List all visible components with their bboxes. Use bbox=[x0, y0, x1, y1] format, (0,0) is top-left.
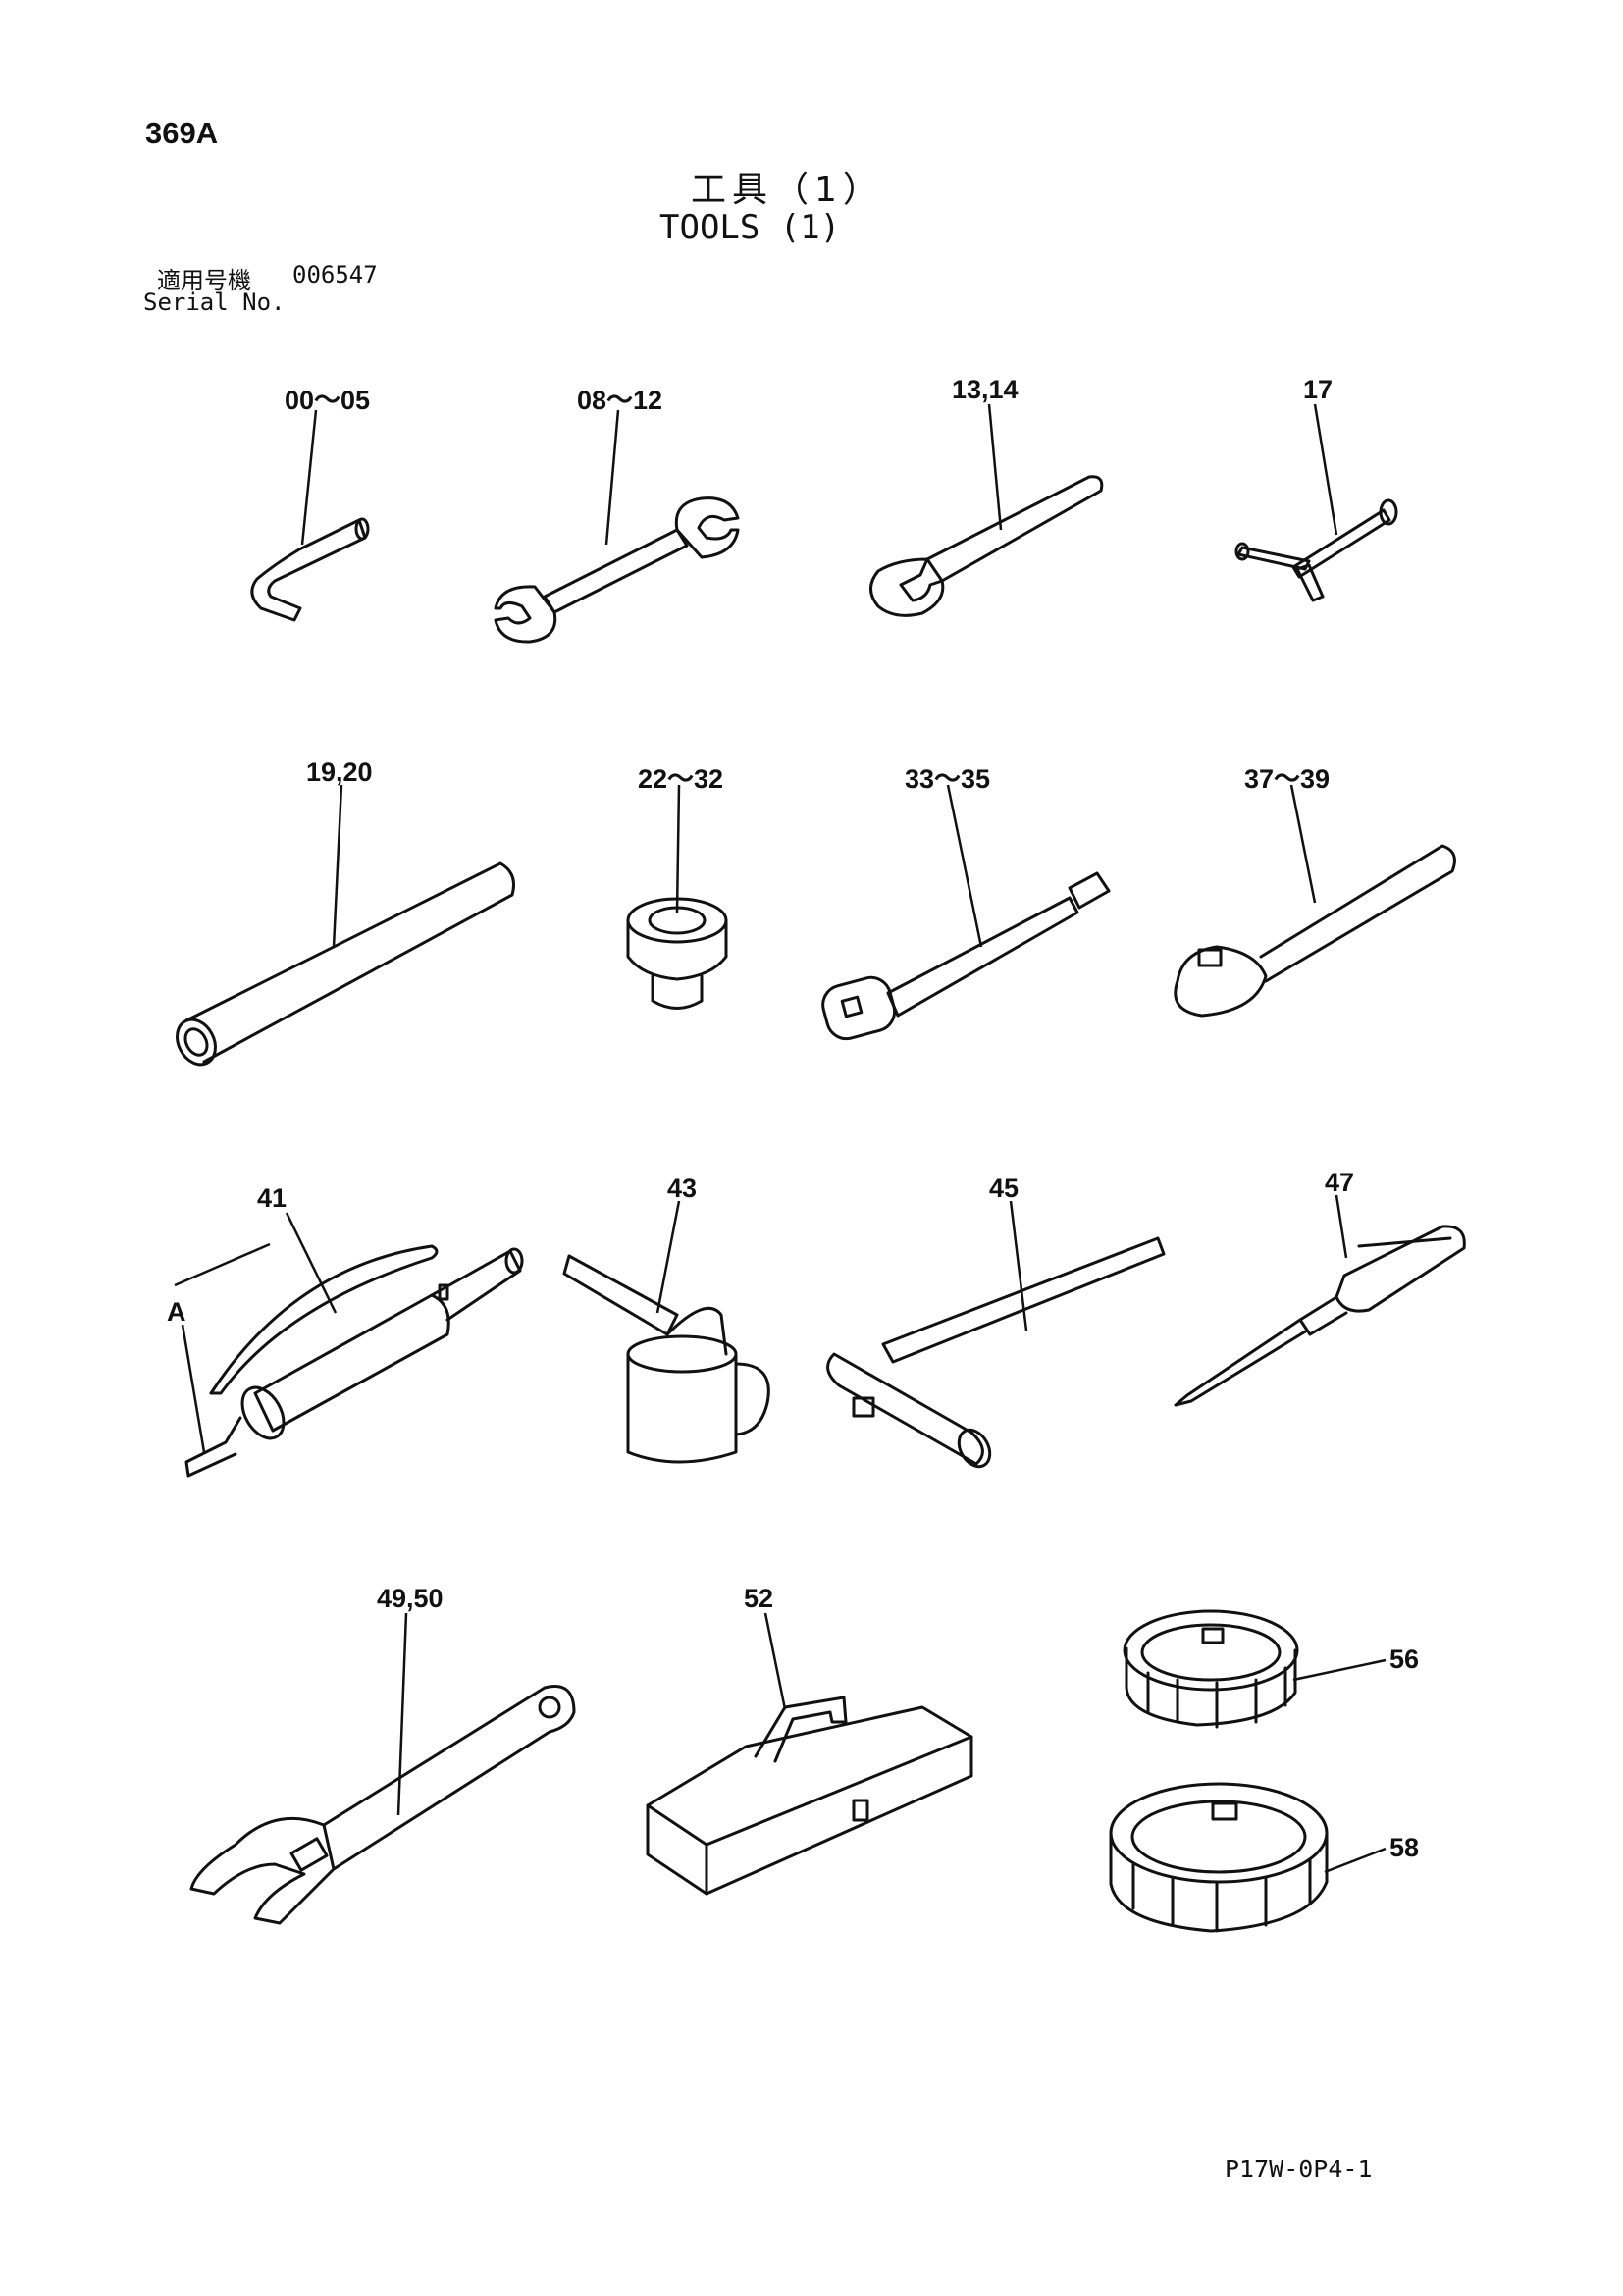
adjustable-wrench-illustration bbox=[189, 1685, 576, 1925]
double-wrench-illustration bbox=[494, 496, 740, 644]
callout-screwdriver: 47 bbox=[1325, 1168, 1355, 1197]
page-title-jp: 工具（1） bbox=[691, 170, 884, 210]
page-title-en: TOOLS (1) bbox=[659, 208, 841, 247]
oil-can-illustration bbox=[562, 1254, 770, 1464]
serial-label-en: Serial No. bbox=[143, 288, 286, 316]
callout-oil-can: 43 bbox=[667, 1174, 698, 1203]
page-code: 369A bbox=[145, 116, 219, 150]
callout-tool-box: 52 bbox=[744, 1584, 774, 1613]
t-handle-illustration bbox=[1234, 498, 1398, 602]
drawing-code: P17W-0P4-1 bbox=[1225, 2155, 1373, 2183]
serial-label-jp: 適用号機 bbox=[157, 267, 251, 294]
socket-illustration bbox=[626, 897, 728, 1010]
callout-ratchet: 37～39 bbox=[1244, 764, 1331, 794]
hammer-illustration bbox=[826, 1236, 1166, 1469]
callout-filter-wrench-small: 56 bbox=[1389, 1644, 1420, 1674]
callout-grease-gun-a: A bbox=[167, 1297, 186, 1327]
callout-t-handle: 17 bbox=[1303, 375, 1334, 404]
callout-double-wrench: 08～12 bbox=[577, 386, 663, 415]
single-wrench-illustration bbox=[869, 475, 1104, 617]
callout-hammer: 45 bbox=[989, 1174, 1020, 1203]
callout-adjustable-wrench: 49,50 bbox=[377, 1584, 444, 1613]
leader-lines bbox=[174, 403, 1387, 1874]
serial-number: 006547 bbox=[292, 261, 378, 288]
filter-wrench-large-illustration bbox=[1109, 1782, 1329, 1933]
grease-gun-illustration bbox=[184, 1244, 524, 1478]
callout-filter-wrench-large: 58 bbox=[1389, 1833, 1420, 1862]
callout-pipe: 19,20 bbox=[306, 757, 373, 787]
callout-socket: 22～32 bbox=[638, 764, 724, 794]
pipe-illustration bbox=[176, 861, 515, 1067]
filter-wrench-small-illustration bbox=[1123, 1609, 1299, 1729]
ratchet-illustration bbox=[1174, 844, 1456, 1018]
screwdriver-illustration bbox=[1174, 1225, 1466, 1407]
socket-extension-illustration bbox=[821, 871, 1111, 1041]
callout-single-wrench: 13,14 bbox=[952, 375, 1019, 404]
callout-grease-gun: 41 bbox=[257, 1183, 288, 1213]
hex-key-illustration bbox=[250, 517, 370, 622]
callout-hex-key: 00～05 bbox=[285, 386, 371, 415]
tool-box-illustration bbox=[646, 1696, 973, 1896]
callout-extension: 33～35 bbox=[905, 764, 991, 794]
